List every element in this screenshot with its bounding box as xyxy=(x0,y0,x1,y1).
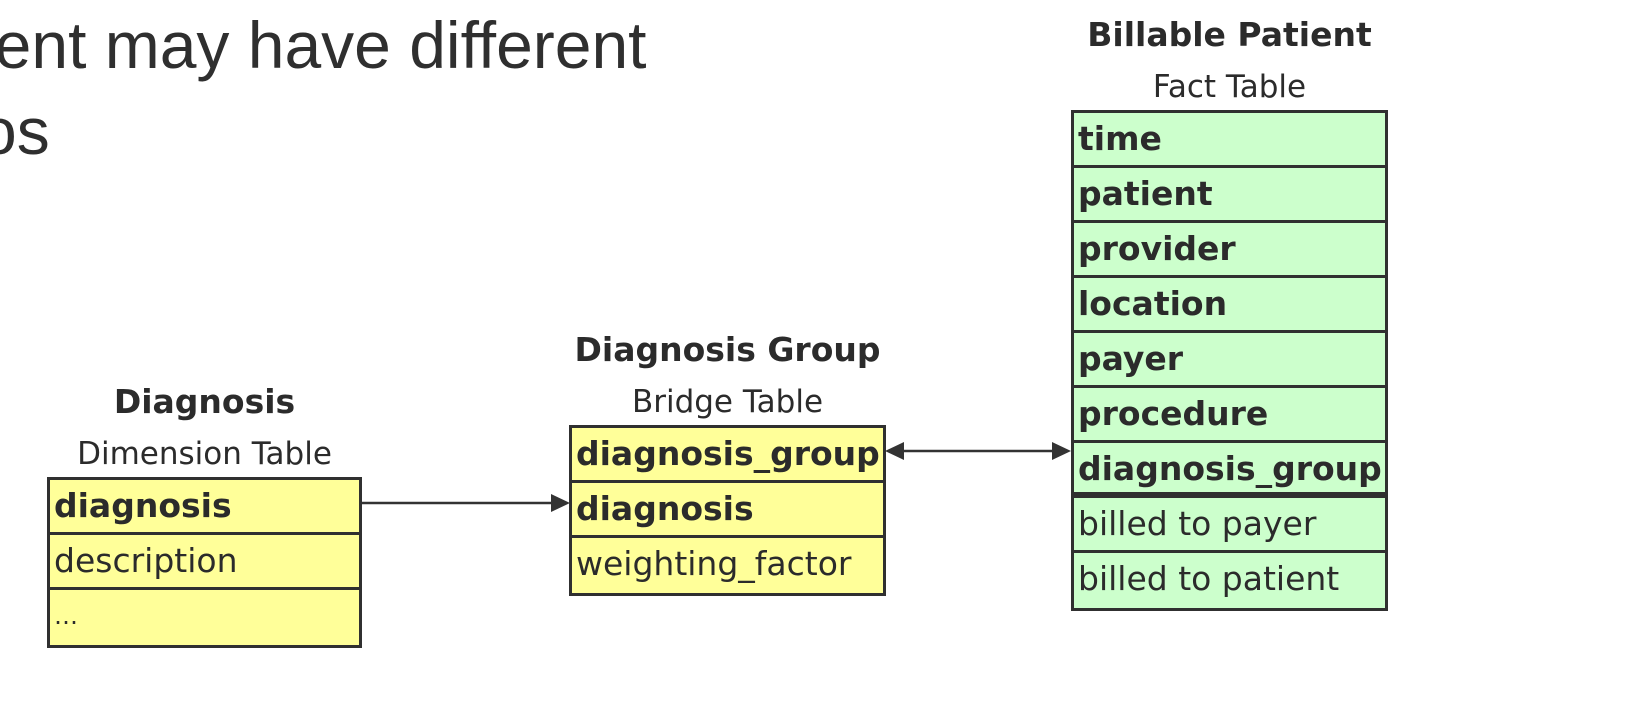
diagnosis-row-diagnosis: diagnosis xyxy=(50,480,359,535)
arrow-bridge-to-fact xyxy=(885,442,1071,460)
diagnosis-table-body: diagnosis description … xyxy=(47,477,362,648)
diagnosis-table-name: Diagnosis xyxy=(113,382,296,421)
diagnosis-group-row-diagnosis: diagnosis xyxy=(572,483,883,538)
billable-row-patient: patient xyxy=(1074,168,1385,223)
billable-patient-table-name: Billable Patient xyxy=(1087,15,1372,54)
billable-row-location: location xyxy=(1074,278,1385,333)
billable-row-procedure: procedure xyxy=(1074,388,1385,443)
diagnosis-group-table-body: diagnosis_group diagnosis weighting_fact… xyxy=(569,425,886,596)
billable-row-payer: payer xyxy=(1074,333,1385,388)
diagnosis-group-table: Diagnosis Group Bridge Table diagnosis_g… xyxy=(569,328,886,596)
billable-patient-table-kind: Fact Table xyxy=(1152,69,1307,105)
diagnosis-group-table-name: Diagnosis Group xyxy=(574,330,881,369)
slide-title-line-1: ient may have different xyxy=(0,8,647,82)
billable-row-time: time xyxy=(1074,113,1385,168)
slide-title-line-2: os xyxy=(0,94,50,168)
arrow-diagnosis-to-bridge xyxy=(362,494,570,512)
diagnosis-group-row-diagnosis-group: diagnosis_group xyxy=(572,428,883,483)
billable-patient-table: Billable Patient Fact Table time patient… xyxy=(1071,15,1388,611)
diagnosis-group-row-weighting-factor: weighting_factor xyxy=(576,544,852,583)
diagnosis-table: Diagnosis Dimension Table diagnosis desc… xyxy=(47,380,362,648)
diagnosis-row-description: description xyxy=(50,535,359,590)
billable-row-diagnosis-group: diagnosis_group xyxy=(1074,443,1385,498)
diagnosis-table-kind: Dimension Table xyxy=(77,436,332,472)
diagnosis-row-ellipsis: … xyxy=(54,602,78,630)
slide-title: ient may have different os xyxy=(0,2,740,174)
billable-row-provider: provider xyxy=(1074,223,1385,278)
billable-row-billed-to-payer: billed to payer xyxy=(1074,498,1385,553)
diagnosis-group-table-kind: Bridge Table xyxy=(631,384,824,420)
billable-row-billed-to-patient: billed to patient xyxy=(1078,559,1340,598)
billable-patient-table-body: time patient provider location payer pro… xyxy=(1071,110,1388,611)
